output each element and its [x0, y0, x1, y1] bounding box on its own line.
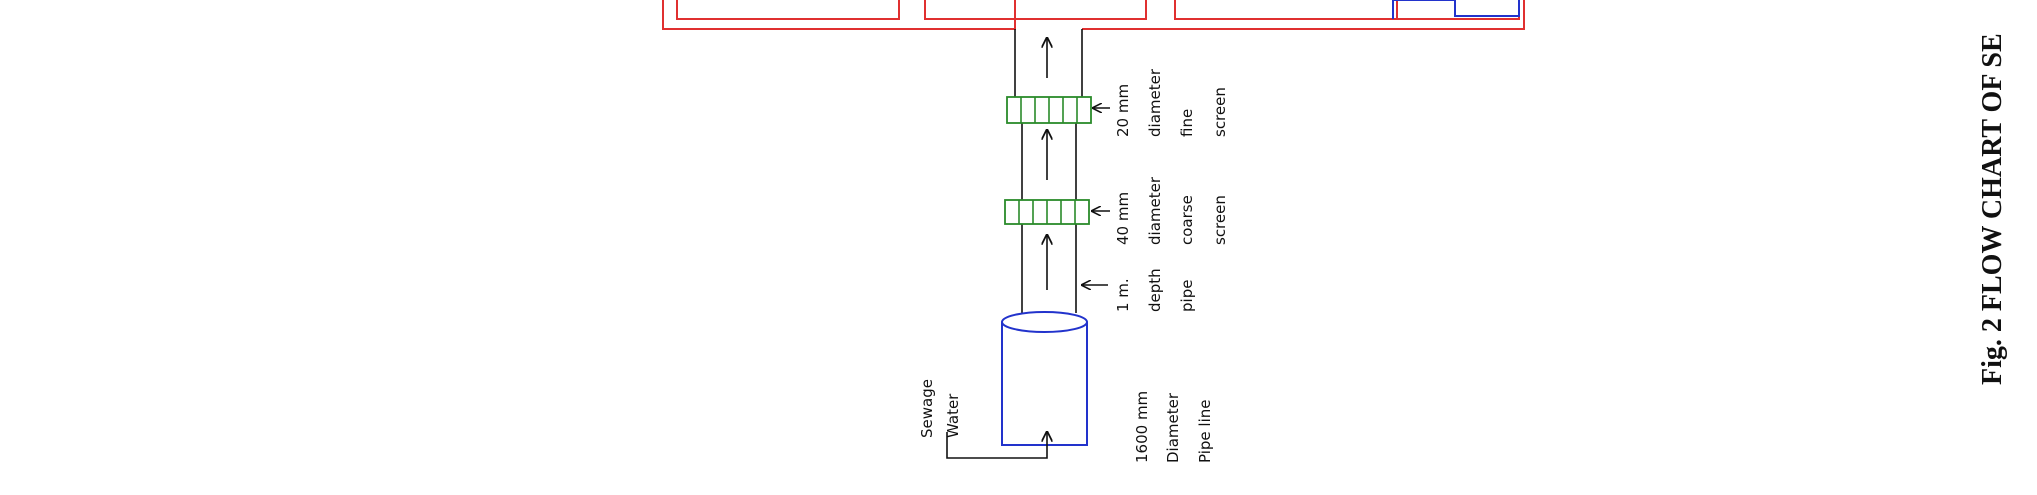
figure-title: Fig. 2 FLOW CHART OF SE	[1977, 33, 2008, 385]
svg-text:fine: fine	[1178, 109, 1196, 137]
fine-screen-label: 20 mm diameter fine screen	[1114, 68, 1229, 137]
svg-text:1 m.: 1 m.	[1114, 278, 1132, 312]
sewage-inlet-line	[946, 432, 1047, 459]
coarse-screen	[1004, 199, 1090, 225]
svg-text:40 mm: 40 mm	[1114, 192, 1132, 245]
treatment-units-frame	[662, 0, 1525, 30]
pipe-label: 1 m. depth pipe	[1114, 268, 1196, 312]
svg-text:Diameter: Diameter	[1164, 392, 1182, 463]
svg-text:Sewage: Sewage	[918, 379, 936, 438]
coarse-screen-label: 40 mm diameter coarse screen	[1114, 176, 1229, 245]
svg-text:1600 mm: 1600 mm	[1133, 391, 1151, 463]
svg-text:pipe: pipe	[1178, 280, 1196, 312]
svg-text:diameter: diameter	[1146, 176, 1164, 245]
svg-text:Water: Water	[944, 393, 962, 438]
process-box-1	[676, 0, 900, 20]
pipeline-tank	[1001, 311, 1088, 446]
blue-outlet-box	[1392, 0, 1520, 19]
process-box-3	[1174, 0, 1398, 20]
fine-screen	[1006, 96, 1092, 124]
svg-text:coarse: coarse	[1178, 195, 1196, 245]
svg-text:screen: screen	[1211, 87, 1229, 137]
outer-red-frame	[662, 0, 1525, 30]
svg-text:20 mm: 20 mm	[1114, 84, 1132, 137]
intake-pipe	[1014, 29, 1083, 313]
svg-text:diameter: diameter	[1146, 68, 1164, 137]
svg-text:screen: screen	[1211, 195, 1229, 245]
svg-text:Pipe line: Pipe line	[1196, 400, 1214, 463]
process-box-2	[924, 0, 1147, 20]
svg-text:depth: depth	[1146, 268, 1164, 312]
pipeline-label: 1600 mm Diameter Pipe line	[1133, 391, 1214, 463]
sewage-water-label: Sewage Water	[918, 379, 962, 438]
